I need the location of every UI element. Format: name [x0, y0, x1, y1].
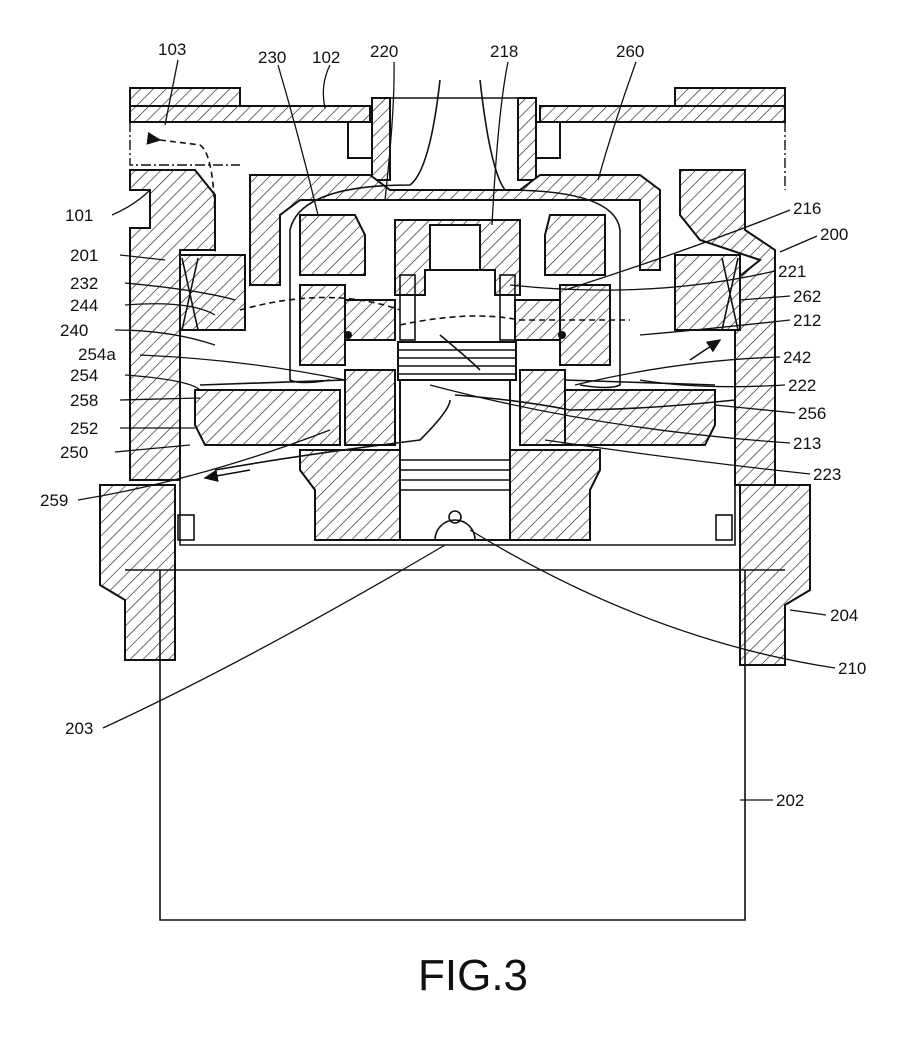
- figure-caption: FIG.3: [418, 951, 528, 1000]
- label-223: 223: [813, 465, 841, 484]
- label-250: 250: [60, 443, 88, 462]
- label-259: 259: [40, 491, 68, 510]
- label-262: 262: [793, 287, 821, 306]
- label-254a: 254a: [78, 345, 116, 364]
- label-212: 212: [793, 311, 821, 330]
- column-210: [400, 380, 510, 540]
- label-218: 218: [490, 42, 518, 61]
- cylinder-202: [160, 570, 745, 920]
- label-200: 200: [820, 225, 848, 244]
- label-201: 201: [70, 246, 98, 265]
- label-240: 240: [60, 321, 88, 340]
- label-210: 210: [838, 659, 866, 678]
- label-213: 213: [793, 434, 821, 453]
- label-101: 101: [65, 206, 93, 225]
- label-242: 242: [783, 348, 811, 367]
- label-260: 260: [616, 42, 644, 61]
- label-252: 252: [70, 419, 98, 438]
- label-230: 230: [258, 48, 286, 67]
- label-203: 203: [65, 719, 93, 738]
- label-204: 204: [830, 606, 858, 625]
- label-258: 258: [70, 391, 98, 410]
- central-nozzle: [348, 98, 560, 180]
- label-216: 216: [793, 199, 821, 218]
- label-256: 256: [798, 404, 826, 423]
- label-220: 220: [370, 42, 398, 61]
- label-221: 221: [778, 262, 806, 281]
- label-222: 222: [788, 376, 816, 395]
- label-103: 103: [158, 40, 186, 59]
- label-232: 232: [70, 274, 98, 293]
- label-202: 202: [776, 791, 804, 810]
- label-102: 102: [312, 48, 340, 67]
- spring-213: [398, 342, 516, 380]
- label-254: 254: [70, 366, 98, 385]
- label-244: 244: [70, 296, 98, 315]
